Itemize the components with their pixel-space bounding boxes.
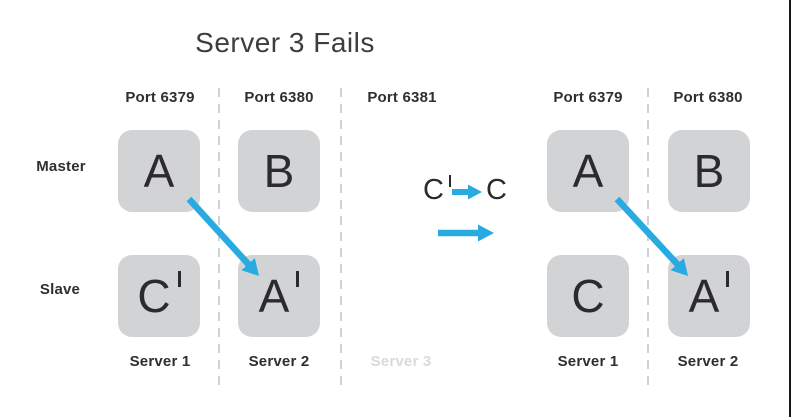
node-letter: A [688,270,720,322]
left-divider-1 [218,88,220,386]
left-port-6379-label: Port 6379 [125,89,195,106]
prime-mark [448,175,452,187]
left-port-6380-label: Port 6380 [244,89,314,106]
left-server-3-label: Server 3 [370,353,432,370]
right-port-6379-label: Port 6379 [553,89,623,106]
node-letter: A [572,145,604,197]
node-letter: C [571,270,605,322]
left-master-node-a: A [118,130,200,212]
left-server-1-label: Server 1 [129,353,191,370]
frame-right-edge [789,0,791,417]
left-divider-2 [340,88,342,386]
left-slave-node-c-prime: C [118,255,200,337]
node-letter: C [137,270,171,322]
node-letter: B [693,145,725,197]
right-port-6380-label: Port 6380 [673,89,743,106]
annotation-to-letter: C [486,174,507,206]
left-port-6381-label: Port 6381 [367,89,437,106]
node-letter: A [143,145,175,197]
annotation-from-letter: C [423,175,452,205]
node-letter: A [258,270,290,322]
transition-arrow-icon [438,224,494,242]
right-slave-node-c: C [547,255,629,337]
right-master-node-b: B [668,130,750,212]
prime-mark [726,271,730,287]
right-divider [647,88,649,386]
right-slave-node-a-prime: A [668,255,750,337]
right-server-1-label: Server 1 [557,353,619,370]
slave-row-label: Slave [39,281,81,298]
node-letter: B [263,145,295,197]
right-server-2-label: Server 2 [677,353,739,370]
prime-mark [177,271,181,287]
prime-mark [296,271,300,287]
left-slave-node-a-prime: A [238,255,320,337]
master-row-label: Master [36,158,86,175]
right-master-node-a: A [547,130,629,212]
diagram-title: Server 3 Fails [195,27,375,58]
left-master-node-b: B [238,130,320,212]
left-server-2-label: Server 2 [248,353,310,370]
promotion-arrow-icon [452,184,482,200]
